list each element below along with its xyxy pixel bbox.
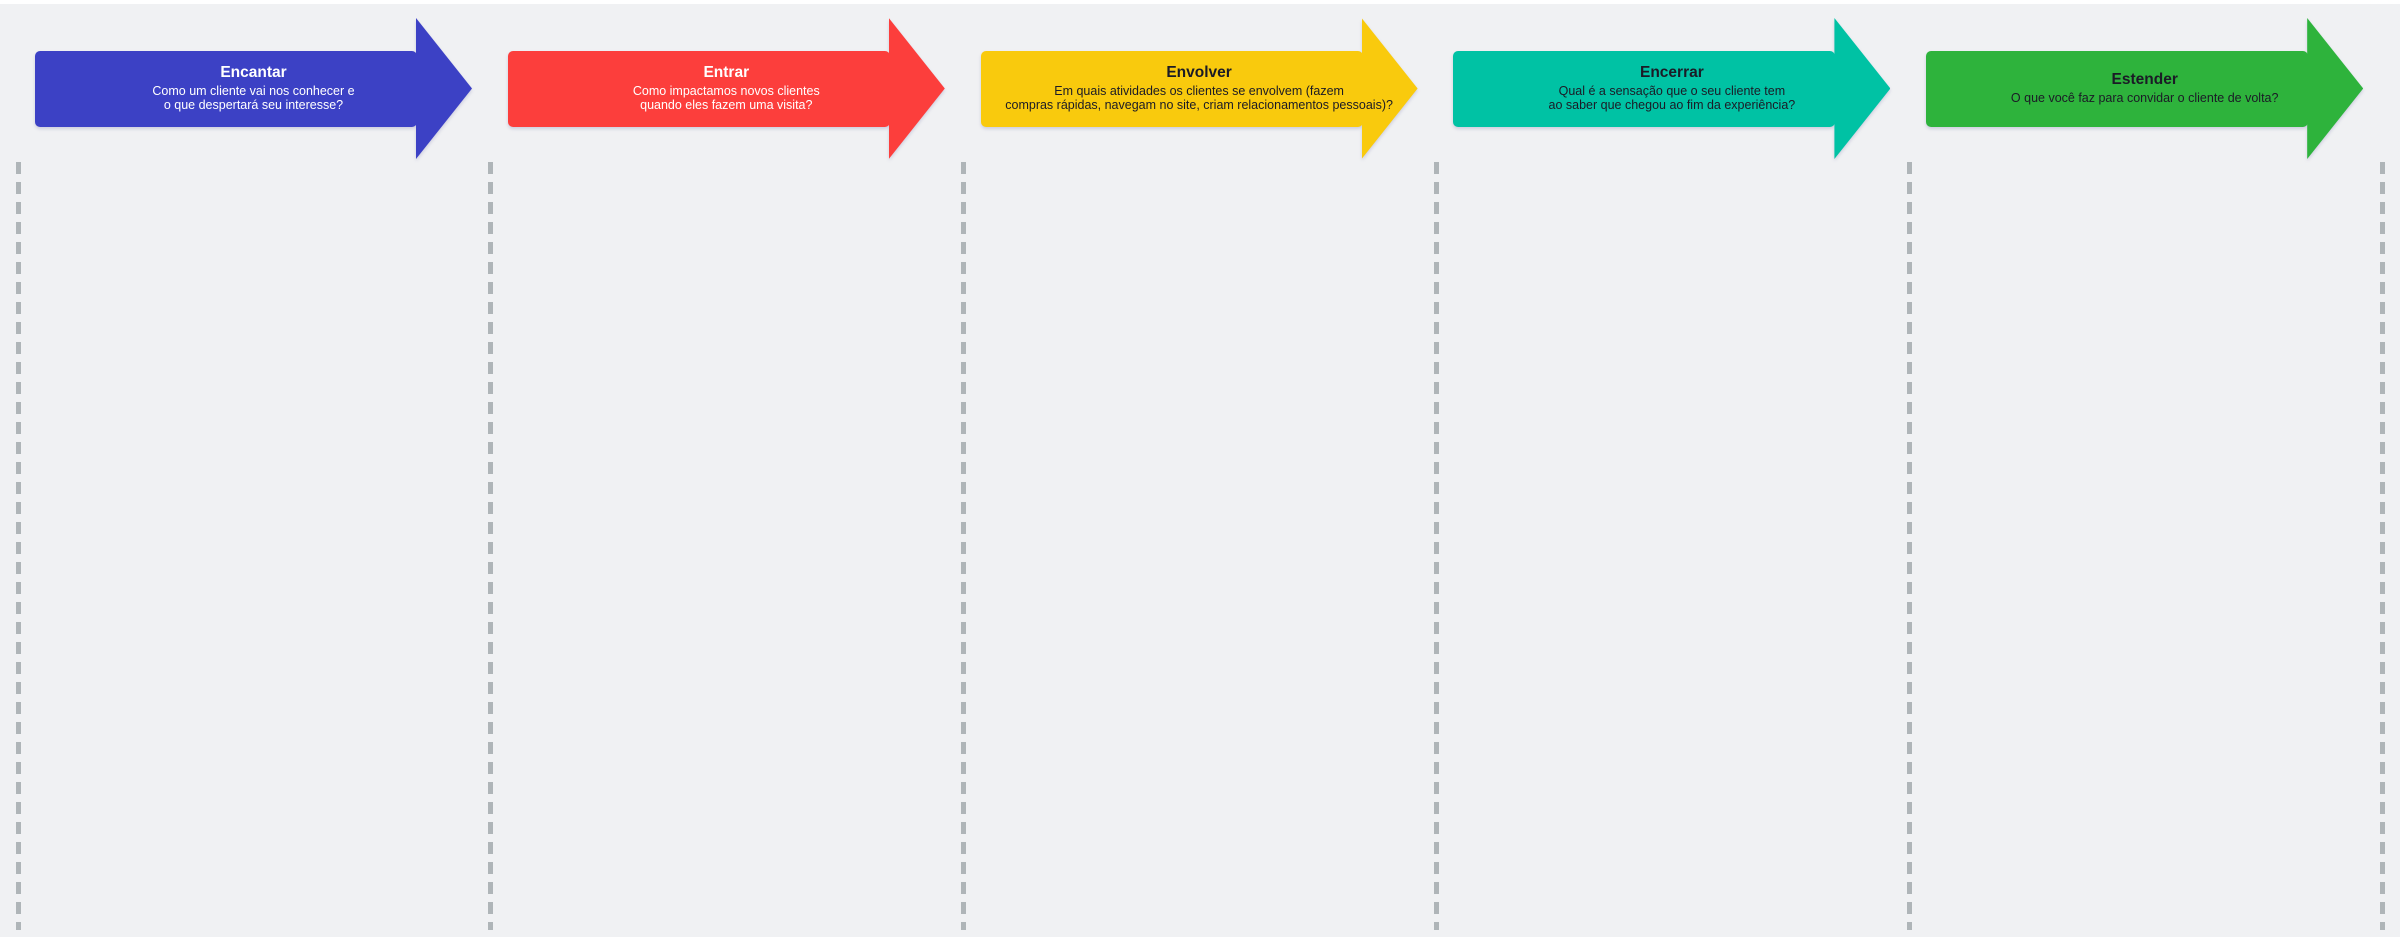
arrow-head-icon <box>1834 18 1891 159</box>
board-canvas: Encantar Como um cliente vai nos conhece… <box>0 4 2400 937</box>
arrow-shape <box>1453 18 1891 159</box>
arrow-body <box>980 51 1363 127</box>
arrow-head-icon <box>2307 18 2364 159</box>
arrow-body <box>1453 51 1836 127</box>
column-separator <box>488 162 494 930</box>
arrow-head-icon <box>416 18 472 159</box>
board-edge-top <box>0 0 2400 4</box>
column-separator <box>1906 162 1912 930</box>
arrow-body <box>35 51 417 127</box>
column-separator <box>2379 162 2385 930</box>
journey-stage-arrow[interactable]: Envolver Em quais atividades os clientes… <box>980 18 1418 159</box>
arrow-shape <box>35 18 472 159</box>
column-separator <box>1433 162 1439 930</box>
arrow-shape <box>980 18 1418 159</box>
board-edge-bottom <box>0 937 2400 947</box>
arrow-shape <box>1926 18 2364 159</box>
arrow-head-icon <box>1361 18 1418 159</box>
column-separator <box>961 162 967 930</box>
arrow-body <box>507 51 890 127</box>
journey-stage-arrow[interactable]: Estender O que você faz para convidar o … <box>1926 18 2364 159</box>
journey-stage-arrow[interactable]: Encantar Como um cliente vai nos conhece… <box>35 18 472 159</box>
arrow-head-icon <box>888 18 945 159</box>
column-separator <box>15 162 21 930</box>
journey-stage-arrow[interactable]: Entrar Como impactamos novos clientes qu… <box>507 18 945 159</box>
arrow-body <box>1926 51 2309 127</box>
arrow-shape <box>507 18 945 159</box>
journey-row: Encantar Como um cliente vai nos conhece… <box>0 4 2400 937</box>
journey-stage-arrow[interactable]: Encerrar Qual é a sensação que o seu cli… <box>1453 18 1891 159</box>
